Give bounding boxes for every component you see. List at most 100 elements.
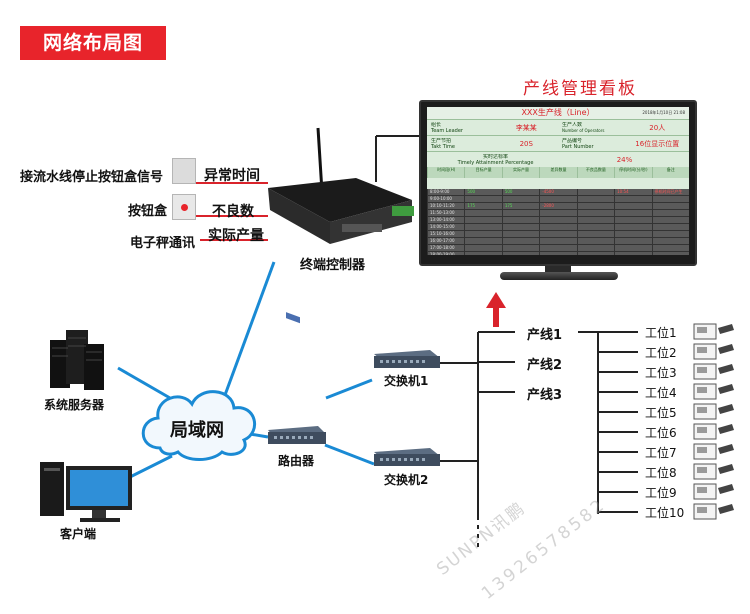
- board-table-cell: [576, 224, 614, 230]
- station-terminal-icon: [693, 463, 734, 480]
- lan-cloud-icon: [141, 390, 256, 461]
- board-table-cell: [501, 238, 539, 244]
- board-column-header: 备注: [651, 167, 689, 178]
- board-table-cell: [539, 245, 576, 251]
- controller-label: 终端控制器: [300, 258, 366, 273]
- board-table-row: 13:00-14:00: [427, 217, 689, 224]
- production-line-2: 产线2: [527, 358, 563, 373]
- board-table-header: 时间段(H)目标产量实际产量差异数量不良品数量停机时间(分/秒)备注: [427, 167, 689, 178]
- station-terminal-icon: [693, 503, 734, 520]
- board-table-cell: [614, 217, 651, 223]
- line-stop-button-box: [172, 158, 196, 184]
- station-terminal-icon: [693, 403, 734, 420]
- lan-label: 局域网: [170, 420, 224, 441]
- board-table-cell: -2800: [539, 203, 576, 209]
- station-terminal-icon: [693, 363, 734, 380]
- operators-label-en: Number of Operators: [562, 127, 605, 133]
- page-title: 网络布局图: [20, 26, 166, 60]
- actual-output-tag: 实际产量: [208, 228, 264, 244]
- board-table-cell: [501, 252, 539, 255]
- electronic-scale-label: 电子秤通讯: [130, 236, 196, 251]
- board-table-row: 18:00-19:00: [427, 252, 689, 255]
- switch1-label: 交换机1: [384, 374, 429, 388]
- board-table-cell: [539, 217, 576, 223]
- board-table-cell: 8:00-9:00: [427, 189, 464, 195]
- station-label: 工位10: [645, 506, 685, 520]
- board-table-cell: 14:00-15:00: [427, 224, 464, 230]
- attainment-label-en: Timely Attainment Percentage: [457, 159, 534, 166]
- board-table-cell: [501, 231, 539, 237]
- board-table-cell: [576, 238, 614, 244]
- attainment-label: 实时达标率: [482, 153, 508, 160]
- board-table-cell: 18:00-19:00: [427, 252, 464, 255]
- operators-value: 20人: [649, 123, 666, 132]
- monitor-stand: [545, 266, 571, 274]
- abnormal-time-tag: 异常时间: [204, 168, 260, 184]
- board-table-cell: 9:00-10:00: [427, 196, 464, 202]
- board-table-cell: [501, 224, 539, 230]
- board-table-cell: 16:00-17:00: [427, 238, 464, 244]
- board-table-cell: [539, 238, 576, 244]
- board-table-cell: [464, 196, 501, 202]
- button-box-icon: [172, 194, 196, 220]
- board-table-cell: [651, 210, 689, 216]
- red-button-dot-icon: [180, 204, 188, 211]
- takt-label-en: Takt Time: [431, 143, 455, 150]
- board-table-cell: 500: [464, 189, 501, 195]
- board-table-cell: [501, 245, 539, 251]
- board-table-cell: [651, 238, 689, 244]
- board-table-cell: [576, 196, 614, 202]
- board-title: 产线管理看板: [523, 79, 637, 99]
- board-table-cell: [464, 210, 501, 216]
- board-table-cell: 15:10-16:00: [427, 231, 464, 237]
- board-column-header: 差异数量: [539, 167, 576, 178]
- board-table-row: 11:50-13:00: [427, 210, 689, 217]
- blue-links: [117, 261, 375, 480]
- takt-label: 生产节拍: [431, 137, 452, 144]
- board-table-cell: [464, 224, 501, 230]
- station-label: 工位1: [645, 326, 677, 340]
- board-table-cell: [614, 224, 651, 230]
- board-table-cell: [651, 231, 689, 237]
- station-label: 工位4: [645, 386, 677, 400]
- board-table-cell: [576, 189, 614, 195]
- board-table-cell: [614, 203, 651, 209]
- leader-label-en: Team Leader: [431, 127, 463, 134]
- board-date: 2018年1月10日 21:08: [642, 110, 685, 115]
- board-table-cell: [614, 252, 651, 255]
- board-table-cell: [464, 245, 501, 251]
- line-stop-signal-label: 接流水线停止按钮盒信号: [20, 170, 164, 185]
- board-table-row: 14:00-15:00: [427, 224, 689, 231]
- board-table-cell: 10:10-11:20: [427, 203, 464, 209]
- board-table-cell: [576, 252, 614, 255]
- board-table-cell: [651, 196, 689, 202]
- station-label: 工位7: [645, 446, 677, 460]
- station-terminal-icon: [693, 483, 734, 500]
- board-table-cell: [614, 245, 651, 251]
- monitor-base: [500, 272, 618, 280]
- client-label: 客户端: [60, 527, 97, 541]
- board-table-row: 9:00-10:00: [427, 196, 689, 203]
- board-table-cell: -4500: [539, 189, 576, 195]
- board-table-cell: 停机时间已产生: [651, 189, 689, 195]
- defect-count-tag: 不良数: [212, 204, 254, 220]
- board-table-cell: [651, 217, 689, 223]
- board-header-text: XXX生产线（Line）: [521, 108, 595, 117]
- board-table-cell: 10:54: [614, 189, 651, 195]
- station-terminal-icon: [693, 383, 734, 400]
- board-table-cell: [576, 210, 614, 216]
- station-terminal-icon: [693, 323, 734, 340]
- switch1-icon: [374, 350, 440, 368]
- board-table-cell: [651, 245, 689, 251]
- station-label: 工位8: [645, 466, 677, 480]
- board-column-header: 停机时间(分/秒): [614, 167, 651, 178]
- attainment-value: 24%: [616, 155, 633, 164]
- board-table-cell: [501, 210, 539, 216]
- board-column-header: 时间段(H): [427, 167, 464, 178]
- board-table-cell: [539, 196, 576, 202]
- board-table-cell: [539, 252, 576, 255]
- board-table-cell: [576, 245, 614, 251]
